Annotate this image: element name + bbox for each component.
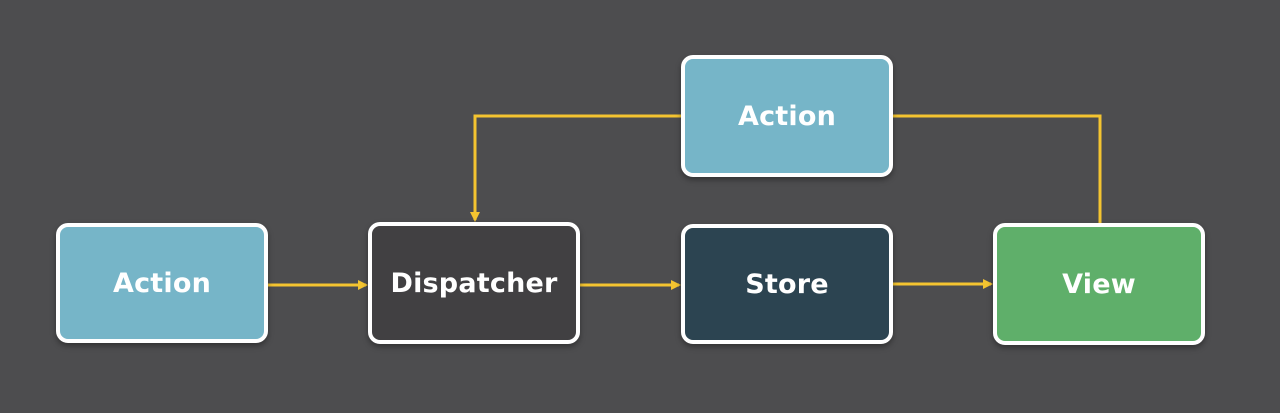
dispatcher-node: Dispatcher	[368, 222, 580, 344]
edge-action-to-dispatcher-loop	[470, 114, 681, 222]
edge-view-to-action	[893, 114, 1102, 223]
store-node: Store	[681, 224, 893, 344]
action-node: Action	[56, 223, 268, 343]
action-feedback-node-label: Action	[737, 100, 837, 132]
action-node-label: Action	[112, 267, 212, 299]
view-node-label: View	[1062, 268, 1136, 300]
action-feedback-node: Action	[681, 55, 893, 177]
view-node: View	[993, 223, 1205, 345]
store-node-label: Store	[745, 268, 829, 300]
dispatcher-node-label: Dispatcher	[390, 267, 558, 299]
